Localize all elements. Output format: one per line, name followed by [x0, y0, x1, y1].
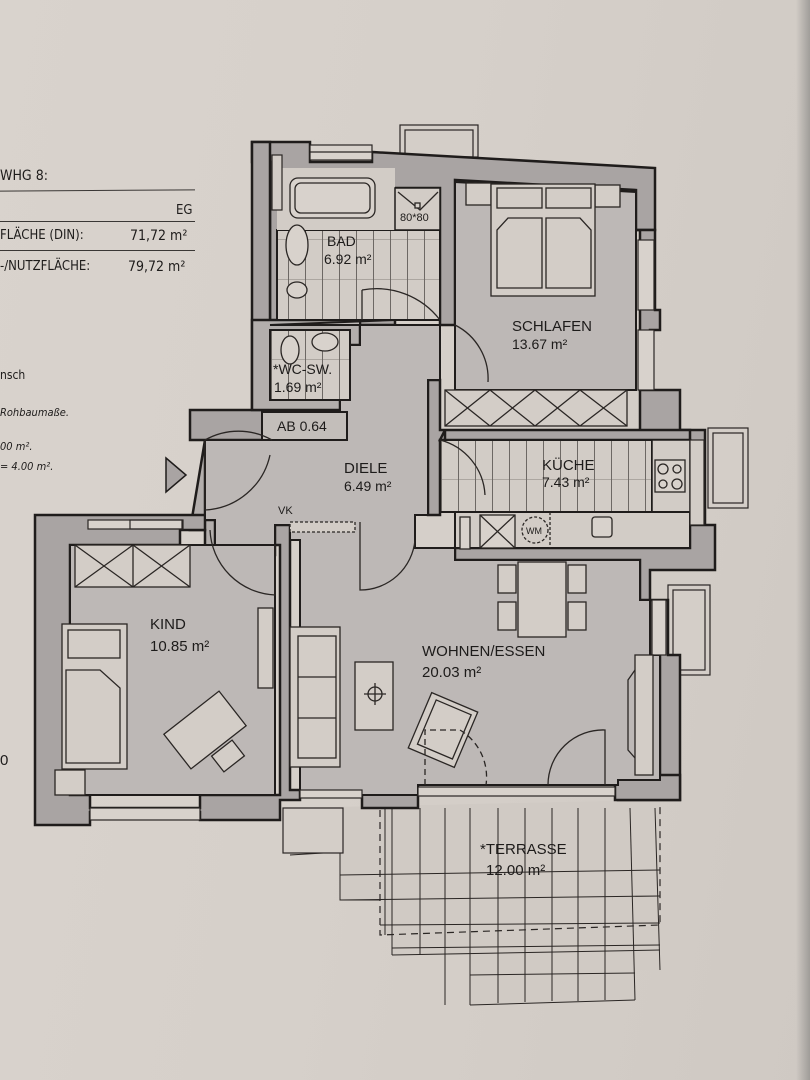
partial-glyph: 0 — [0, 752, 9, 769]
room-labels: BAD 6.92 m² SCHLAFEN 13.67 m² *WC-SW. 1.… — [150, 212, 595, 879]
room-name-wc: *WC-SW. — [273, 361, 332, 377]
bath-fixtures — [280, 177, 441, 365]
room-name-kind: KIND — [150, 616, 186, 633]
room-name-diele: DIELE — [344, 460, 387, 477]
room-area-terrasse: 12.00 m² — [486, 862, 545, 879]
room-area-wc: 1.69 m² — [274, 379, 322, 395]
usable-area-value: 79,72 m² — [128, 259, 186, 275]
room-name-ab: AB 0.64 — [277, 418, 327, 434]
room-name-wohnen: WOHNEN/ESSEN — [422, 643, 545, 660]
info-panel: WHG 8: EG FLÄCHE (DIN): 71,72 m² -/NUTZF… — [0, 0, 230, 500]
divider — [0, 250, 195, 251]
shower-size-label: 80*80 — [400, 212, 429, 224]
meter-label: VK — [278, 505, 293, 517]
room-name-terrasse: *TERRASSE — [480, 841, 567, 858]
note-1: nsch — [0, 368, 26, 382]
windows — [87, 144, 705, 821]
room-area-diele: 6.49 m² — [344, 478, 392, 494]
note-4: = 4.00 m². — [0, 460, 54, 473]
living-furniture — [289, 561, 654, 786]
note-3: 00 m². — [0, 440, 33, 453]
living-area-label: FLÄCHE (DIN): — [0, 228, 84, 243]
room-name-schlafen: SCHLAFEN — [512, 318, 592, 335]
terrace — [289, 800, 661, 1006]
bedroom-furniture — [444, 182, 628, 427]
room-area-kind: 10.85 m² — [150, 638, 209, 655]
note-2: Rohbaumaße. — [0, 406, 69, 419]
floor-label: EG — [176, 203, 193, 218]
kid-room-furniture — [54, 544, 274, 796]
entrance-arrow-icon — [165, 456, 188, 494]
paper-edge-shadow — [796, 0, 810, 1080]
room-area-schlafen: 13.67 m² — [512, 336, 568, 352]
living-area-value: 71,72 m² — [130, 228, 188, 244]
washing-machine-label: WM — [526, 526, 542, 536]
doors — [204, 430, 606, 786]
divider — [0, 221, 195, 222]
unit-title: WHG 8: — [0, 168, 48, 184]
room-area-bad: 6.92 m² — [324, 251, 372, 267]
room-area-wohnen: 20.03 m² — [422, 664, 481, 681]
room-area-kueche: 7.43 m² — [542, 474, 590, 490]
room-name-bad: BAD — [327, 233, 356, 249]
window-recesses — [282, 124, 749, 854]
usable-area-label: -/NUTZFLÄCHE: — [0, 259, 91, 274]
kitchen-fixtures — [439, 439, 686, 550]
room-name-kueche: KÜCHE — [542, 456, 595, 474]
